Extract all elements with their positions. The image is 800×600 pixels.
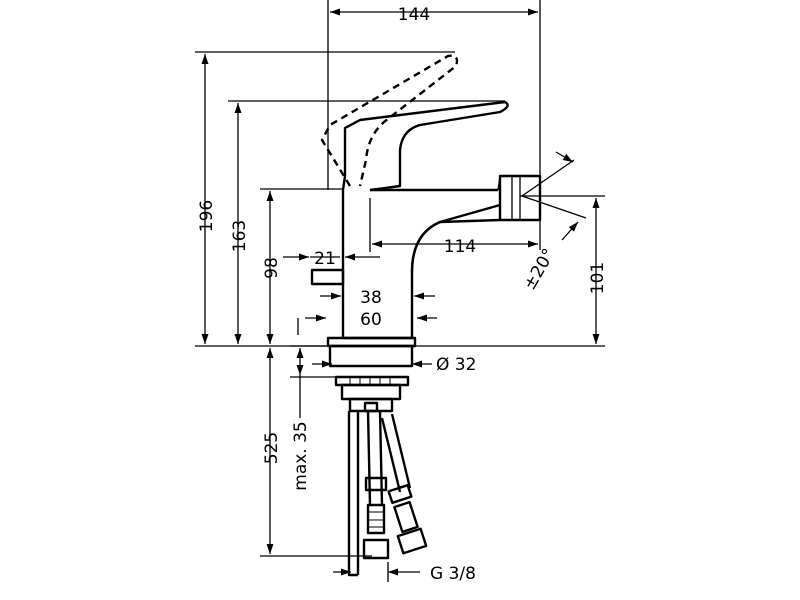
- dim-width-top: 144: [398, 5, 430, 25]
- dim-body-38: 38: [360, 288, 382, 308]
- dim-spout-angle: ±20°: [520, 245, 560, 293]
- dim-hose-length: 525: [262, 432, 282, 464]
- supply-hoses: [347, 410, 428, 577]
- dim-thread: G 3/8: [430, 564, 476, 584]
- dimension-lines: [201, 8, 600, 582]
- dim-spout-height: 101: [588, 262, 608, 294]
- dim-height-total: 196: [197, 200, 217, 232]
- dim-spout-reach: 114: [444, 237, 476, 257]
- dim-base-diameter: Ø 32: [436, 355, 476, 375]
- lever-solid: [343, 100, 509, 192]
- dim-height-lever: 163: [230, 220, 250, 252]
- lever-open-dashed: [320, 54, 459, 187]
- dim-lever-offset: 21: [314, 249, 336, 269]
- faucet-body: [310, 174, 542, 413]
- extension-lines: [195, 0, 605, 557]
- dim-height-body: 98: [262, 257, 282, 279]
- dim-body-60: 60: [360, 310, 382, 330]
- dim-deck-max: max. 35: [291, 421, 311, 490]
